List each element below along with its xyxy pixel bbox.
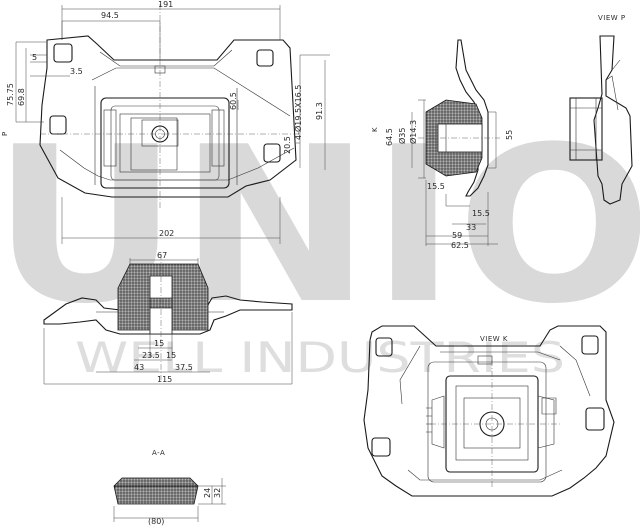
section-aa: A-A 24 32 (80) [113, 449, 226, 526]
side-section: 64.5 Ø35 Ø14.3 55 15.5 15.5 33 59 62.5 K [371, 39, 514, 250]
dim-60-5: 60.5 [229, 92, 238, 110]
section-plate [43, 295, 293, 335]
dim-80: (80) [148, 517, 164, 526]
dim-191: 191 [158, 0, 173, 9]
plan-core-outer [100, 97, 230, 189]
dim-dia-35: Ø35 [397, 128, 407, 144]
view-p-title: VIEW P [598, 14, 626, 22]
section-aa-title: A-A [152, 449, 165, 457]
section-aa-profile [113, 477, 199, 505]
section-view: 67 15 23.5 15 43 37.5 115 [43, 251, 293, 385]
view-p-body [569, 97, 603, 161]
view-k-hole-br [585, 407, 605, 431]
dim-15-5-left: 15.5 [427, 182, 445, 191]
dim-91-3: 91.3 [315, 102, 324, 120]
dim-69-8: 69.8 [17, 88, 26, 106]
plan-hole-br [263, 143, 281, 163]
dim-37-5: 37.5 [175, 363, 193, 372]
view-k-title: VIEW K [480, 335, 508, 343]
plan-hole-tr [256, 49, 274, 67]
view-k-hole-tr [581, 335, 599, 355]
dim-43: 43 [134, 363, 144, 372]
dim-62-5: 62.5 [451, 241, 469, 250]
dim-holes: 4-Ø19.5X16.5 [293, 85, 303, 140]
view-k-outline [363, 325, 615, 497]
plan-view: 191 94.5 5 3.5 75.75 69.8 60.5 4-Ø19.5X1… [1, 0, 330, 244]
view-marker-p: P [1, 131, 9, 136]
dim-5: 5 [32, 53, 37, 62]
view-p-bracket [593, 35, 633, 205]
dim-59: 59 [452, 231, 462, 240]
dim-dia-14-3: Ø14.3 [408, 120, 418, 144]
view-p: VIEW P [569, 14, 633, 205]
side-bracket [455, 39, 489, 197]
dim-202: 202 [159, 229, 174, 238]
dim-24: 24 [203, 488, 212, 498]
plan-outline [39, 35, 297, 198]
watermark-sub: WELL INDUSTRIES [75, 333, 565, 382]
dim-115: 115 [157, 375, 172, 384]
dim-23-5: 23.5 [142, 351, 160, 360]
dim-64-5: 64.5 [385, 128, 394, 146]
view-k: VIEW K [363, 325, 615, 497]
dim-94-5: 94.5 [101, 11, 119, 20]
plan-hole-bl [49, 115, 67, 135]
dim-33: 33 [466, 223, 476, 232]
dim-20-5: 20.5 [283, 136, 292, 154]
dim-15-5-right: 15.5 [472, 209, 490, 218]
plan-hole-tl [53, 43, 73, 63]
dim-55: 55 [505, 130, 514, 140]
watermark: UNIO WELL INDUSTRIES [0, 100, 640, 382]
dim-15-top: 15 [154, 339, 164, 348]
view-k-hole-tl [375, 337, 393, 357]
view-marker-k: K [371, 127, 379, 132]
dim-15-bottom: 15 [166, 351, 176, 360]
dim-67: 67 [157, 251, 167, 260]
dim-3-5: 3.5 [70, 67, 83, 76]
dim-32: 32 [213, 488, 222, 498]
view-k-hole-bl [371, 437, 391, 457]
watermark-main: UNIO [0, 100, 640, 351]
dim-75-75: 75.75 [6, 83, 15, 106]
